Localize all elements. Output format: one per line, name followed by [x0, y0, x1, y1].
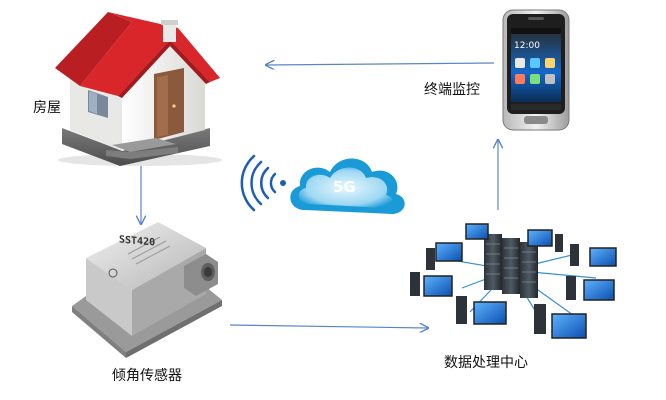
arrow-sensor-to-datacenter	[229, 325, 428, 328]
svg-text:12:00: 12:00	[514, 41, 540, 51]
tilt-sensor-illustration	[72, 222, 222, 358]
house-label: 房屋	[33, 100, 61, 116]
wireless-signal-icon	[240, 154, 286, 212]
tilt-sensor-label: 倾角传感器	[112, 368, 182, 384]
cloud-5g-icon	[290, 158, 405, 214]
data-center-illustration	[410, 223, 617, 339]
mobile-phone-illustration: 12:00	[502, 9, 570, 131]
house-illustration	[55, 12, 222, 166]
data-center-label: 数据处理中心	[444, 355, 528, 371]
arrow-mobile-to-house	[266, 63, 495, 65]
mobile-monitor-label: 终端监控	[424, 82, 480, 98]
network-label: 5G	[333, 178, 356, 196]
